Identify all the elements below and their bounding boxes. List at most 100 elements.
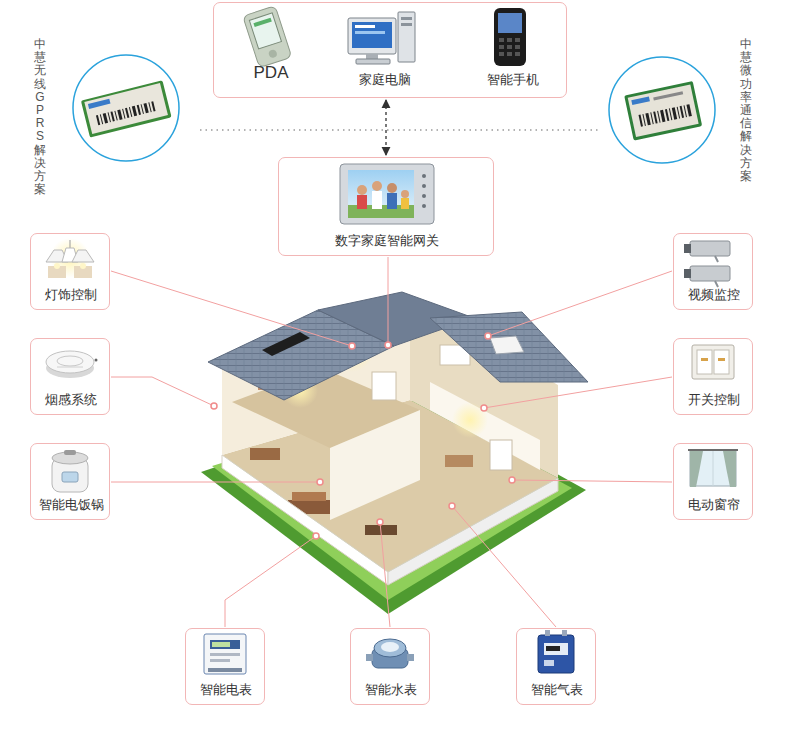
gateway-screen-part: [387, 183, 397, 193]
switch-icon-part: [714, 350, 729, 374]
water-meter-icon-part: [366, 654, 373, 661]
leader-lines-part: [111, 271, 352, 346]
computer-icon-part: [401, 17, 412, 20]
dotted-separator-part: [200, 129, 600, 131]
gprs-module-circle-part-part-part: [110, 111, 114, 121]
micropower-module-circle-part-part-part: [657, 111, 660, 123]
house-illustration-part: [372, 372, 396, 400]
gprs-module-circle-part-part: [88, 99, 111, 109]
rice-cooker-icon: [52, 450, 88, 492]
gprs-module-circle-part-part-part: [141, 104, 144, 114]
computer-icon-part: [401, 23, 412, 26]
house-illustration-part: [490, 336, 524, 354]
gateway-screen: [340, 164, 434, 224]
smartphone-icon-part-part: [507, 45, 512, 49]
leader-dots-part: [485, 333, 491, 339]
node-label: PDA: [254, 65, 289, 81]
gateway-screen-part: [401, 198, 409, 209]
leader-lines-part: [111, 482, 320, 483]
water-meter-icon-part: [407, 654, 414, 661]
house-illustration-part: [445, 455, 473, 467]
gas-meter-icon-part: [544, 643, 568, 655]
smartphone-icon-part-part: [515, 52, 520, 56]
micropower-module-circle-part-part-part: [684, 105, 687, 117]
gateway-screen-part: [340, 164, 434, 224]
leader-dots-part: [211, 403, 217, 409]
gas-meter-icon-part: [545, 630, 550, 636]
node-label: 智能水表: [365, 682, 417, 698]
smartphone-icon-part-part: [499, 52, 504, 56]
leader-lines-part: [484, 377, 672, 408]
micropower-module-circle-part-part: [631, 96, 650, 105]
smartphone-icon-part: [494, 8, 526, 66]
camera-icon-part: [690, 266, 730, 281]
gateway-screen-part: [387, 193, 397, 209]
gprs-module-circle-part: [81, 80, 172, 137]
switch-icon: [692, 345, 734, 379]
dashed-connector: [385, 100, 386, 155]
smartphone-icon-part-part: [507, 38, 512, 42]
node-label: 视频监控: [688, 287, 740, 303]
gateway-screen-part: [372, 191, 382, 209]
curtain-icon-part: [690, 451, 703, 487]
camera-icon: [684, 241, 730, 287]
device-box: 灯饰控制: [30, 233, 110, 310]
micropower-module-circle-part-part: [624, 81, 702, 141]
solution-label: 中慧无线GPRS解决方案: [34, 38, 46, 196]
curtain-icon-part: [713, 451, 714, 486]
computer-icon-part: [398, 12, 415, 62]
node-label: 家庭电脑: [359, 72, 411, 88]
micropower-module-circle-part-part-part: [639, 115, 643, 127]
leader-dots-part: [481, 405, 487, 411]
lamp-icon-part: [72, 250, 94, 262]
gprs-module-circle-part-part: [81, 80, 172, 137]
leader-lines-part: [388, 257, 389, 342]
micropower-module-circle-part-part-part: [645, 113, 650, 125]
curtain-icon-part: [688, 449, 738, 451]
camera-icon-part: [715, 256, 718, 262]
gprs-module-circle-part-part-part: [96, 115, 100, 125]
switch-icon-part: [701, 358, 708, 361]
switch-icon-part: [697, 350, 712, 374]
node-label: 开关控制: [688, 392, 740, 408]
leader-lines-part: [111, 377, 214, 406]
computer-icon-part: [356, 59, 390, 64]
leader-lines-part: [512, 480, 672, 482]
node-label: 数字家庭智能网关: [335, 233, 439, 249]
electric-meter-icon-part: [212, 642, 230, 647]
device-box: 智能气表: [516, 628, 596, 705]
leader-dots-part: [385, 342, 391, 348]
gas-meter-icon-part: [546, 646, 560, 651]
computer-icon: [348, 12, 415, 64]
house-illustration-part: [292, 492, 326, 501]
gprs-module-circle-part-part-part: [108, 112, 111, 122]
micropower-module-circle-part-part-part: [665, 109, 669, 121]
leader-lines: [111, 257, 672, 627]
gateway-screen-part: [422, 184, 426, 188]
rice-cooker-icon-part: [62, 472, 78, 482]
water-meter-icon-part: [381, 642, 399, 652]
gateway-screen-part: [372, 181, 382, 191]
smartphone-icon-part-part: [499, 38, 504, 42]
micropower-module-circle-part: [609, 57, 715, 163]
gas-meter-icon: [538, 630, 574, 673]
leader-dots-part: [313, 533, 319, 539]
leader-dots-part: [377, 519, 383, 525]
pda-icon-part-part: [249, 13, 281, 49]
pda-icon-part-part: [243, 6, 292, 68]
electric-meter-icon-part: [210, 653, 240, 656]
device-box: 电动窗帘: [673, 443, 753, 520]
camera-icon-part: [684, 269, 691, 278]
gas-meter-icon-part: [562, 630, 567, 636]
pda-icon: [243, 6, 292, 68]
device-box: 视频监控: [673, 233, 753, 310]
camera-icon-part: [715, 281, 718, 287]
electric-meter-icon-part: [210, 659, 230, 662]
smartphone-icon-part-part: [515, 45, 520, 49]
gprs-module-circle: [73, 55, 179, 161]
curtain-icon-part: [723, 451, 736, 487]
node-label: 电动窗帘: [688, 497, 740, 513]
computer-icon-part: [366, 54, 378, 59]
